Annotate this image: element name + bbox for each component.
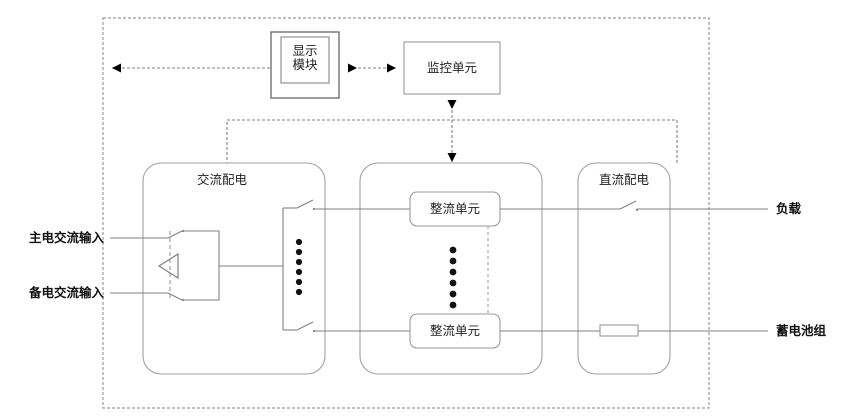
ac-distribution-label: 交流配电 xyxy=(196,172,248,187)
ac-breaker-bottom-blade xyxy=(296,321,314,331)
dc-load-switch-blade xyxy=(619,200,637,210)
ats-top-blade xyxy=(167,230,183,239)
battery-fuse-symbol xyxy=(599,324,639,337)
display-module-inner xyxy=(280,36,330,84)
dc-distribution-box xyxy=(577,162,671,375)
ac-distribution-box xyxy=(142,162,326,375)
ac-breaker-ellipsis xyxy=(295,238,303,296)
communication-bus xyxy=(226,119,678,165)
load-output-label: 负载 xyxy=(776,201,802,216)
battery-output-label: 蓄电池组 xyxy=(776,323,827,338)
backup-ac-input-label: 备电交流输入 xyxy=(28,285,104,300)
display-module-label-line2: 模块 xyxy=(292,57,318,72)
dc-distribution-label: 直流配电 xyxy=(598,172,650,187)
rectifier-unit-1-label: 整流单元 xyxy=(429,201,481,216)
ac-breaker-top-blade xyxy=(296,199,314,209)
rectifier-ellipsis xyxy=(449,246,457,309)
ats-triangle-icon xyxy=(157,252,179,280)
rectifier-unit-2-label: 整流单元 xyxy=(429,323,481,338)
main-ac-input-label: 主电交流输入 xyxy=(28,230,104,245)
display-module-label-line1: 显示 xyxy=(292,43,318,58)
display-module-label: 显示 模块 xyxy=(292,44,317,72)
monitoring-unit-box xyxy=(403,41,501,95)
system-boundary xyxy=(102,17,710,409)
monitoring-unit-label: 监控单元 xyxy=(426,60,478,75)
